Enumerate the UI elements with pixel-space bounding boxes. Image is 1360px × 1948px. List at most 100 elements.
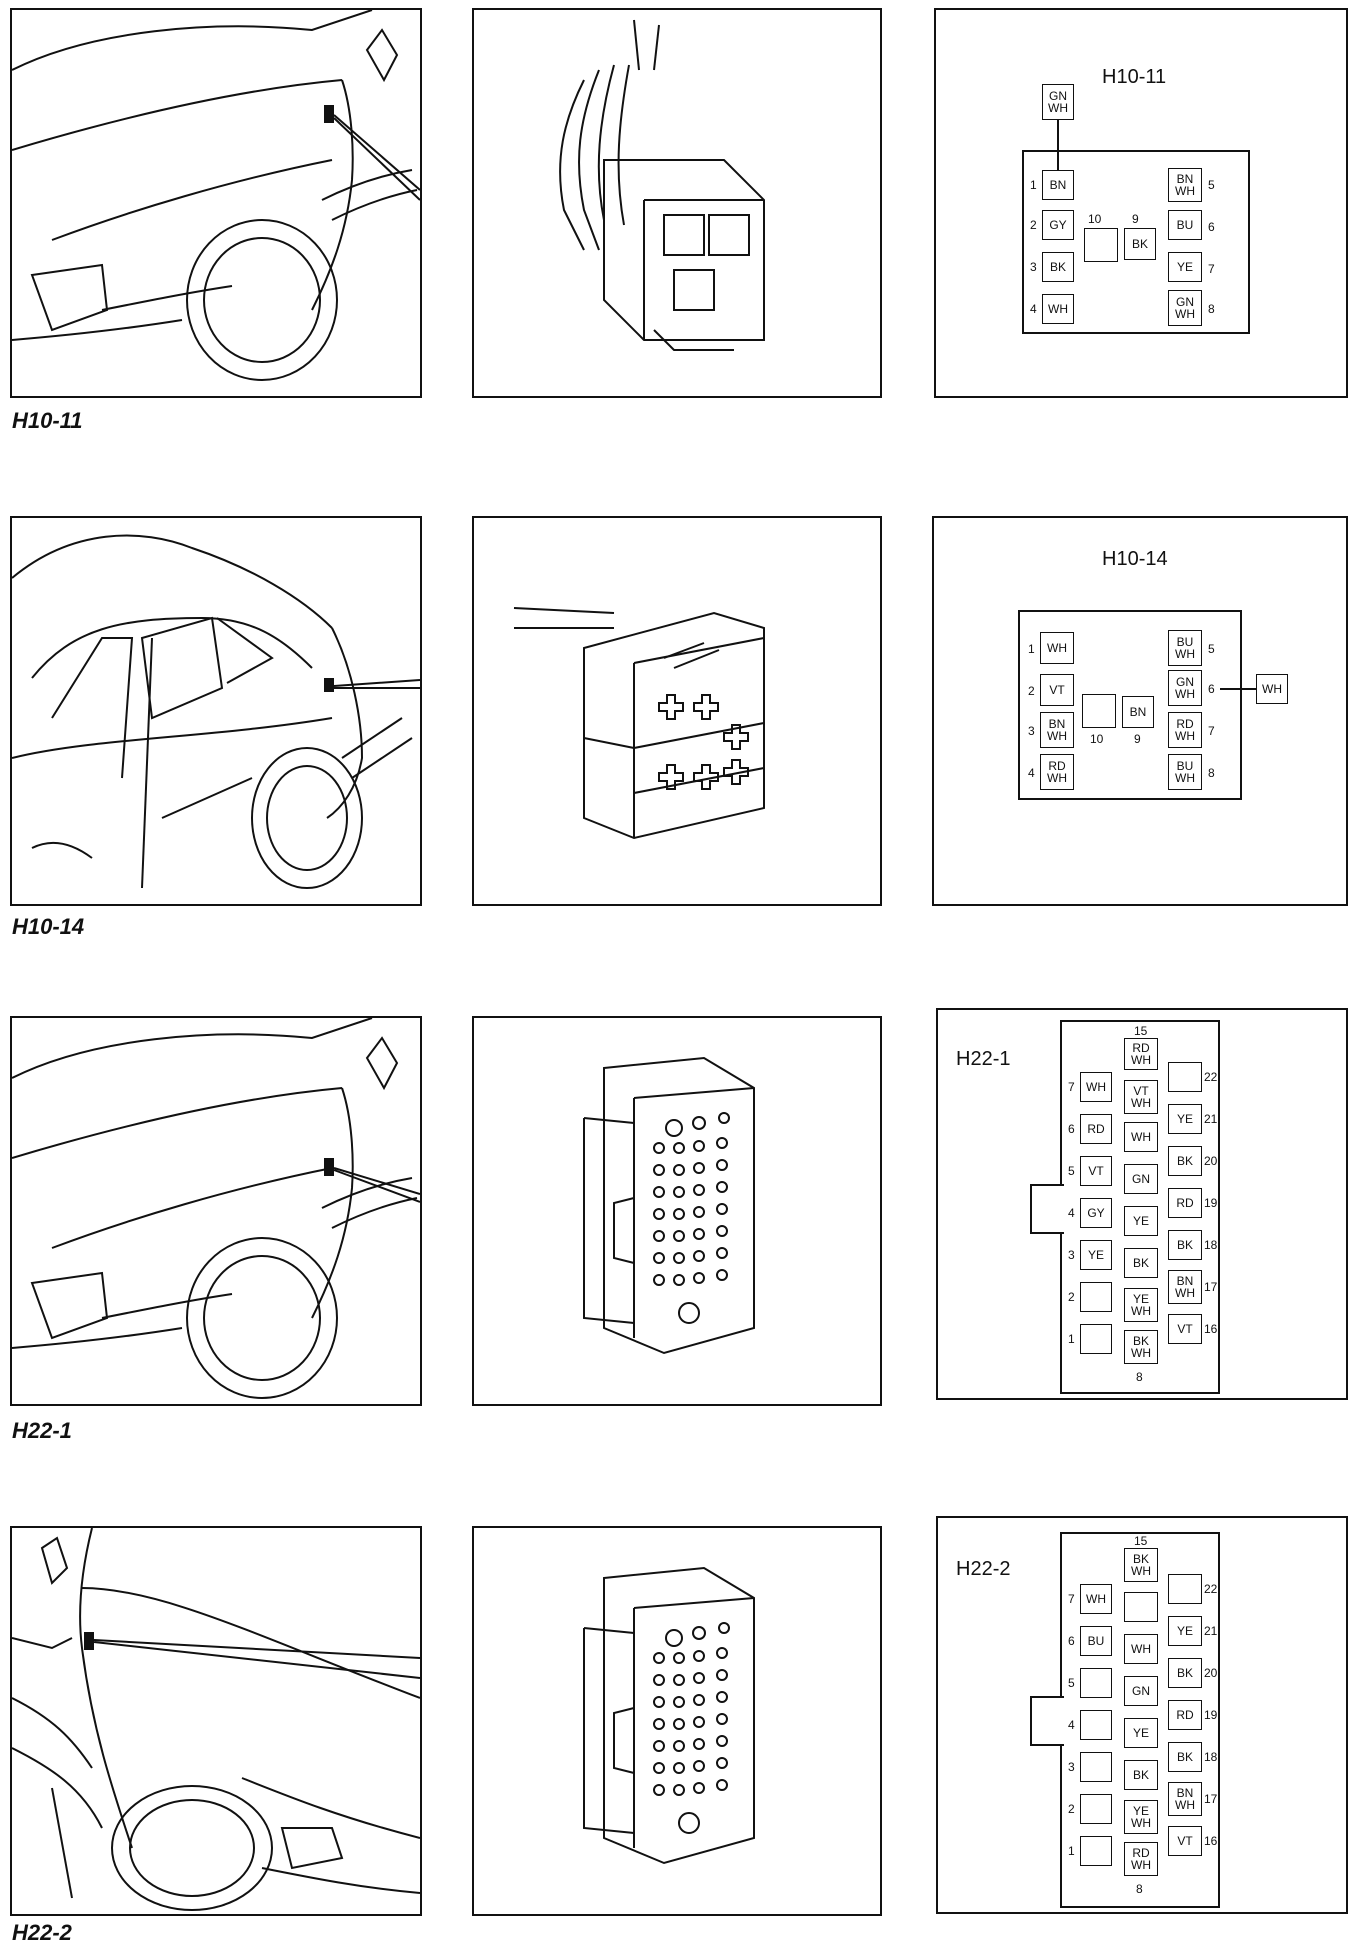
pinout-panel-h10-11: H10-11 GN WH 1 BN 2 GY 3 BK 4 WH BN WH 5… — [934, 8, 1348, 398]
car-front-right-drawing — [12, 1528, 420, 1911]
car-rear-left-drawing — [12, 534, 420, 889]
pin-1-color: BN — [1042, 170, 1074, 200]
pinout-title: H10-14 — [1102, 548, 1168, 570]
connector-plug-drawing — [513, 607, 765, 840]
pin-4-color: RD WH — [1040, 754, 1074, 790]
pin-3-color — [1080, 1752, 1112, 1782]
external-wire — [1220, 688, 1246, 690]
connector-photo-h22-2 — [472, 1526, 882, 1916]
pin-6-color: BU — [1080, 1626, 1112, 1656]
middle-pin-color: BK — [1124, 1760, 1158, 1790]
connector-caption: H10-11 — [12, 408, 83, 433]
pin-number: 19 — [1204, 1708, 1218, 1722]
pin-number: 5 — [1208, 642, 1215, 656]
pin-10-color — [1084, 228, 1118, 262]
car-front-left-drawing — [12, 10, 420, 381]
pin-number: 2 — [1068, 1802, 1075, 1816]
connector-housing-drawing — [583, 1566, 755, 1865]
connector-housing-drawing — [583, 1056, 755, 1355]
external-wire-label: GN WH — [1042, 84, 1074, 120]
pin-21-color: YE — [1168, 1104, 1202, 1134]
pin-number: 15 — [1134, 1024, 1148, 1038]
pin-1-color: WH — [1040, 632, 1074, 664]
pin-number: 6 — [1068, 1634, 1075, 1648]
pin-5-color: VT — [1080, 1156, 1112, 1186]
middle-pin-color: GN — [1124, 1676, 1158, 1706]
pin-18-color: BK — [1168, 1230, 1202, 1260]
vehicle-location-illustration-h10-14 — [10, 516, 422, 906]
pin-number: 8 — [1136, 1882, 1143, 1896]
pin-number: 20 — [1204, 1666, 1218, 1680]
pin-number: 3 — [1030, 260, 1037, 274]
pin-number: 4 — [1068, 1206, 1075, 1220]
pin-number: 5 — [1068, 1676, 1075, 1690]
middle-pin-color: GN — [1124, 1164, 1158, 1194]
pin-7-color: WH — [1080, 1072, 1112, 1102]
pin-21-color: YE — [1168, 1616, 1202, 1646]
pin-15-color: RD WH — [1124, 1038, 1158, 1070]
pin-number: 6 — [1068, 1122, 1075, 1136]
pin-number: 16 — [1204, 1322, 1218, 1336]
pin-number: 22 — [1204, 1582, 1218, 1596]
pin-7-color: YE — [1168, 252, 1202, 282]
connector-caption: H22-1 — [12, 1418, 72, 1443]
pin-number: 17 — [1204, 1280, 1218, 1294]
pin-number: 16 — [1204, 1834, 1218, 1848]
connector-plug-drawing — [559, 19, 765, 351]
pin-19-color: RD — [1168, 1700, 1202, 1730]
pin-number: 8 — [1136, 1370, 1143, 1384]
pin-number: 7 — [1068, 1080, 1075, 1094]
pin-number: 1 — [1028, 642, 1035, 656]
pin-5-color — [1080, 1668, 1112, 1698]
pin-number: 3 — [1068, 1248, 1075, 1262]
pin-number: 7 — [1068, 1592, 1075, 1606]
pin-number: 4 — [1068, 1718, 1075, 1732]
pin-20-color: BK — [1168, 1658, 1202, 1688]
pin-4-color — [1080, 1710, 1112, 1740]
external-wire-label: WH — [1256, 674, 1288, 704]
connector-location-marker — [324, 105, 334, 123]
pin-number: 15 — [1134, 1534, 1148, 1548]
pin-number: 2 — [1068, 1290, 1075, 1304]
pin-number: 18 — [1204, 1750, 1218, 1764]
pin-7-color: RD WH — [1168, 712, 1202, 748]
pin-18-color: BK — [1168, 1742, 1202, 1772]
pin-number: 8 — [1208, 302, 1215, 316]
pin-9-color: BK — [1124, 228, 1156, 260]
pin-number: 10 — [1088, 212, 1102, 226]
pin-number: 18 — [1204, 1238, 1218, 1252]
middle-pin-color: YE — [1124, 1718, 1158, 1748]
pin-20-color: BK — [1168, 1146, 1202, 1176]
pin-1-color — [1080, 1324, 1112, 1354]
car-front-left-drawing — [12, 1018, 420, 1399]
pin-number: 20 — [1204, 1154, 1218, 1168]
pin-number: 1 — [1068, 1844, 1075, 1858]
connector-latch — [1030, 1696, 1064, 1746]
pin-6-color: GN WH — [1168, 670, 1202, 706]
pin-number: 4 — [1030, 302, 1037, 316]
middle-pin-color: YE WH — [1124, 1288, 1158, 1322]
pin-number: 19 — [1204, 1196, 1218, 1210]
vehicle-location-illustration-h22-1 — [10, 1016, 422, 1406]
pin-number: 21 — [1204, 1624, 1218, 1638]
connector-photo-h10-11 — [472, 8, 882, 398]
pin-16-color: VT — [1168, 1314, 1202, 1344]
pin-number: 2 — [1028, 684, 1035, 698]
pin-8-color: GN WH — [1168, 290, 1202, 326]
connector-caption: H22-2 — [12, 1920, 72, 1945]
connector-caption: H10-14 — [12, 914, 85, 939]
pin-3-color: BK — [1042, 252, 1074, 282]
pin-6-color: BU — [1168, 210, 1202, 240]
pinout-panel-h22-2: H22-2 7 WH 6 BU 5 4 3 2 1 15 BK WH WH GN… — [936, 1516, 1348, 1914]
vehicle-location-illustration-h10-11 — [10, 8, 422, 398]
pin-2-color — [1080, 1282, 1112, 1312]
pin-3-color: BN WH — [1040, 712, 1074, 748]
pin-8-color: BU WH — [1168, 754, 1202, 790]
connector-location-marker — [324, 678, 334, 692]
pin-number: 1 — [1068, 1332, 1075, 1346]
pin-2-color: GY — [1042, 210, 1074, 240]
pin-number: 9 — [1132, 212, 1139, 226]
connector-location-marker — [324, 1158, 334, 1176]
pin-15-color: BK WH — [1124, 1548, 1158, 1582]
pin-2-color: VT — [1040, 674, 1074, 706]
